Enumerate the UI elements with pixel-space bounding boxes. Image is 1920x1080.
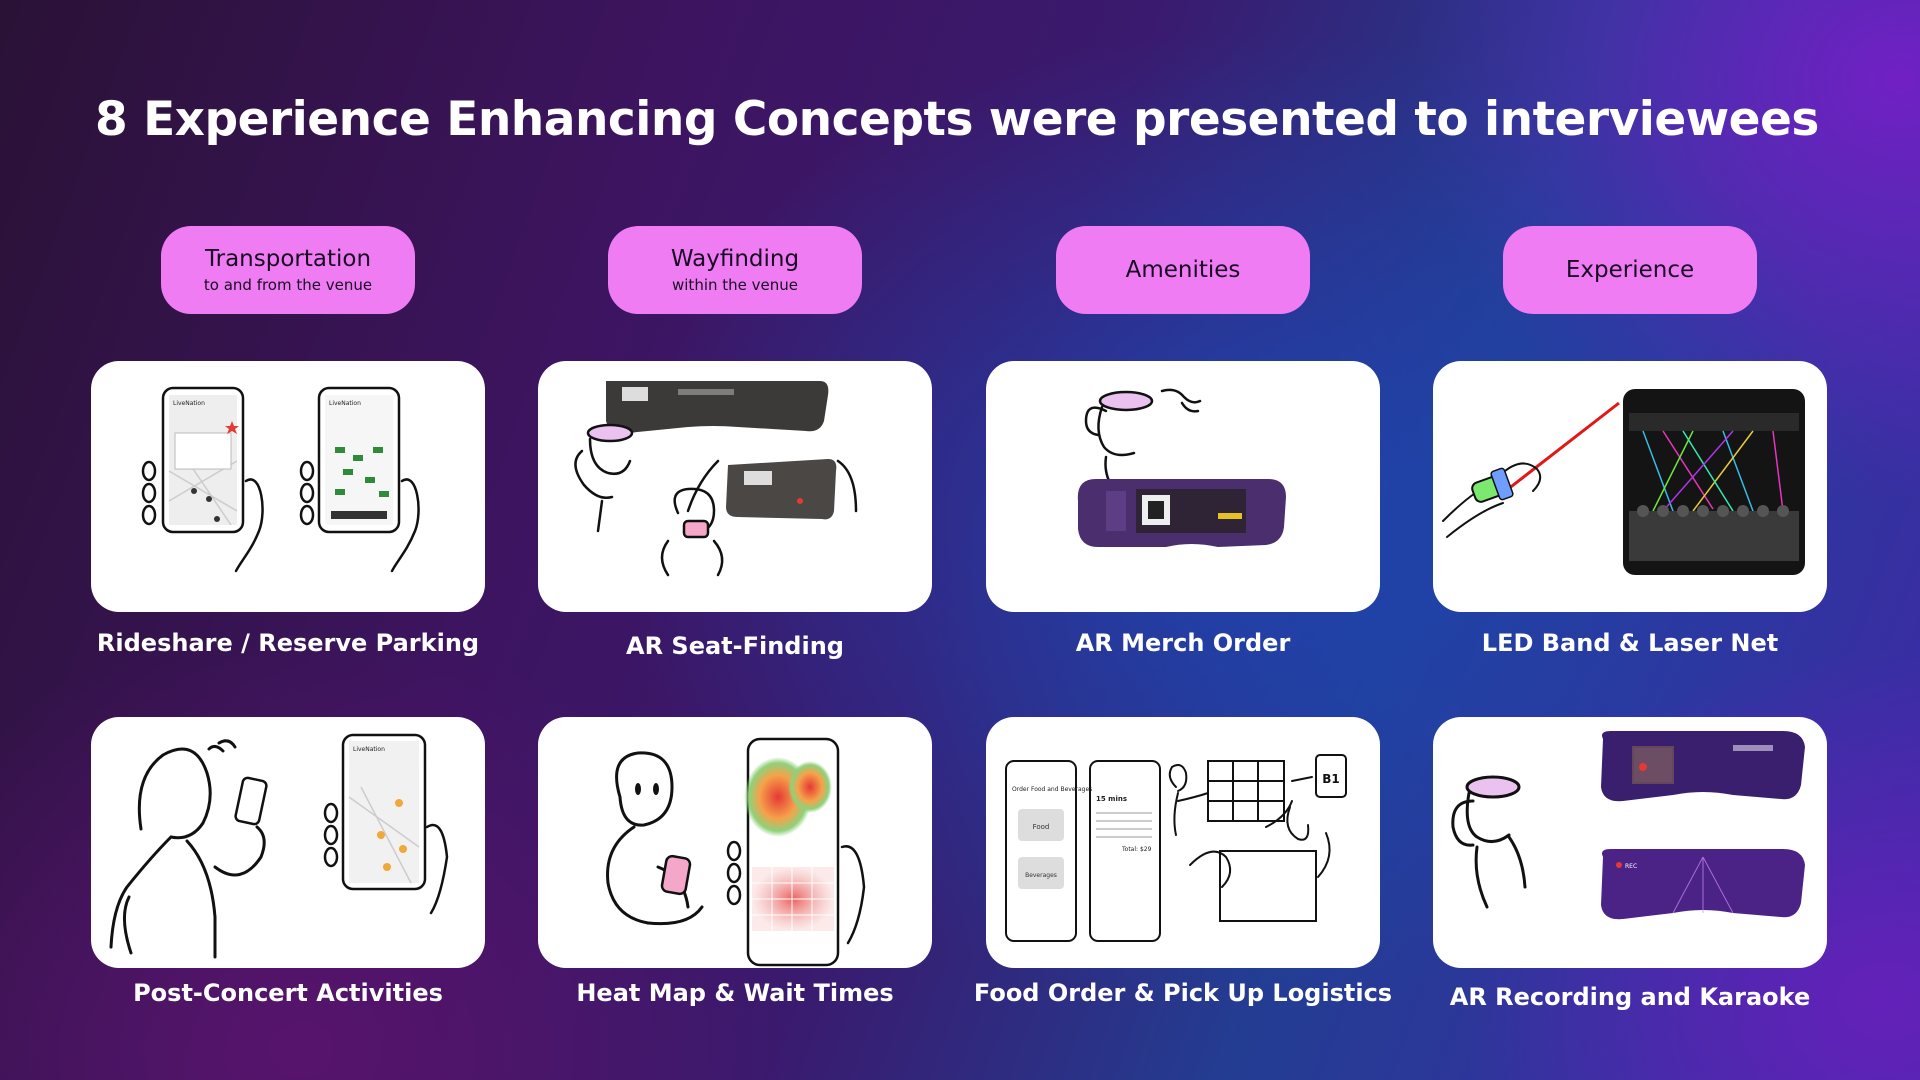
- concept-card-food-order: Order Food and Beverages Food Beverages …: [986, 717, 1380, 968]
- post-concert-illustration: LiveNation: [109, 733, 449, 959]
- beverages-button-label: Beverages: [1025, 872, 1057, 879]
- concept-caption: LED Band & Laser Net: [1481, 629, 1779, 657]
- category-pill-amenities: Amenities: [1056, 226, 1310, 314]
- concept-caption: Food Order & Pick Up Logistics: [973, 979, 1393, 1007]
- concept-card-heat-map: [538, 717, 932, 968]
- rec-indicator: REC: [1625, 863, 1637, 870]
- concept-card-rideshare-parking: LiveNation LiveNation: [91, 361, 485, 612]
- heat-map-illustration: [606, 737, 866, 967]
- category-pill-experience: Experience: [1503, 226, 1757, 314]
- pickup-locker-code: B1: [1322, 772, 1340, 786]
- ready-time: 15 mins: [1096, 795, 1127, 803]
- concept-caption: Post-Concert Activities: [133, 979, 443, 1007]
- concept-caption: AR Seat-Finding: [626, 632, 844, 660]
- category-pill-transportation: Transportation to and from the venue: [161, 226, 415, 314]
- pill-label: Experience: [1565, 257, 1695, 283]
- slide-title: 8 Experience Enhancing Concepts were pre…: [95, 92, 1819, 147]
- concept-caption: AR Recording and Karaoke: [1449, 983, 1811, 1011]
- order-heading: Order Food and Beverages: [1012, 786, 1092, 793]
- food-button-label: Food: [1033, 823, 1050, 831]
- pill-label: Wayfinding: [670, 246, 800, 272]
- pill-sublabel: within the venue: [672, 276, 798, 294]
- app-brand-text: LiveNation: [173, 400, 205, 407]
- app-brand-text: LiveNation: [329, 400, 361, 407]
- app-brand-text: LiveNation: [353, 746, 385, 753]
- concept-card-ar-seat-finding: [538, 361, 932, 612]
- concept-card-ar-recording: REC: [1433, 717, 1827, 968]
- concept-card-post-concert: LiveNation: [91, 717, 485, 968]
- ar-recording-illustration: REC: [1451, 731, 1805, 920]
- category-pill-wayfinding: Wayfinding within the venue: [608, 226, 862, 314]
- pill-label: Transportation: [204, 246, 372, 272]
- concept-caption: Heat Map & Wait Times: [576, 979, 894, 1007]
- concept-caption: Rideshare / Reserve Parking: [96, 629, 480, 657]
- pill-sublabel: to and from the venue: [203, 276, 373, 294]
- pill-label: Amenities: [1125, 257, 1241, 283]
- concept-caption: AR Merch Order: [1075, 629, 1291, 657]
- food-order-illustration: Order Food and Beverages Food Beverages …: [1005, 754, 1347, 942]
- led-band-laser-illustration: [1442, 389, 1805, 575]
- concept-card-led-band-laser: [1433, 361, 1827, 612]
- concept-card-ar-merch-order: [986, 361, 1380, 612]
- ar-merch-illustration: [1077, 388, 1286, 547]
- order-total: Total: $29: [1121, 846, 1152, 853]
- ar-seat-finding-illustration: [574, 381, 858, 577]
- phones-parking-illustration: LiveNation LiveNation: [141, 386, 420, 573]
